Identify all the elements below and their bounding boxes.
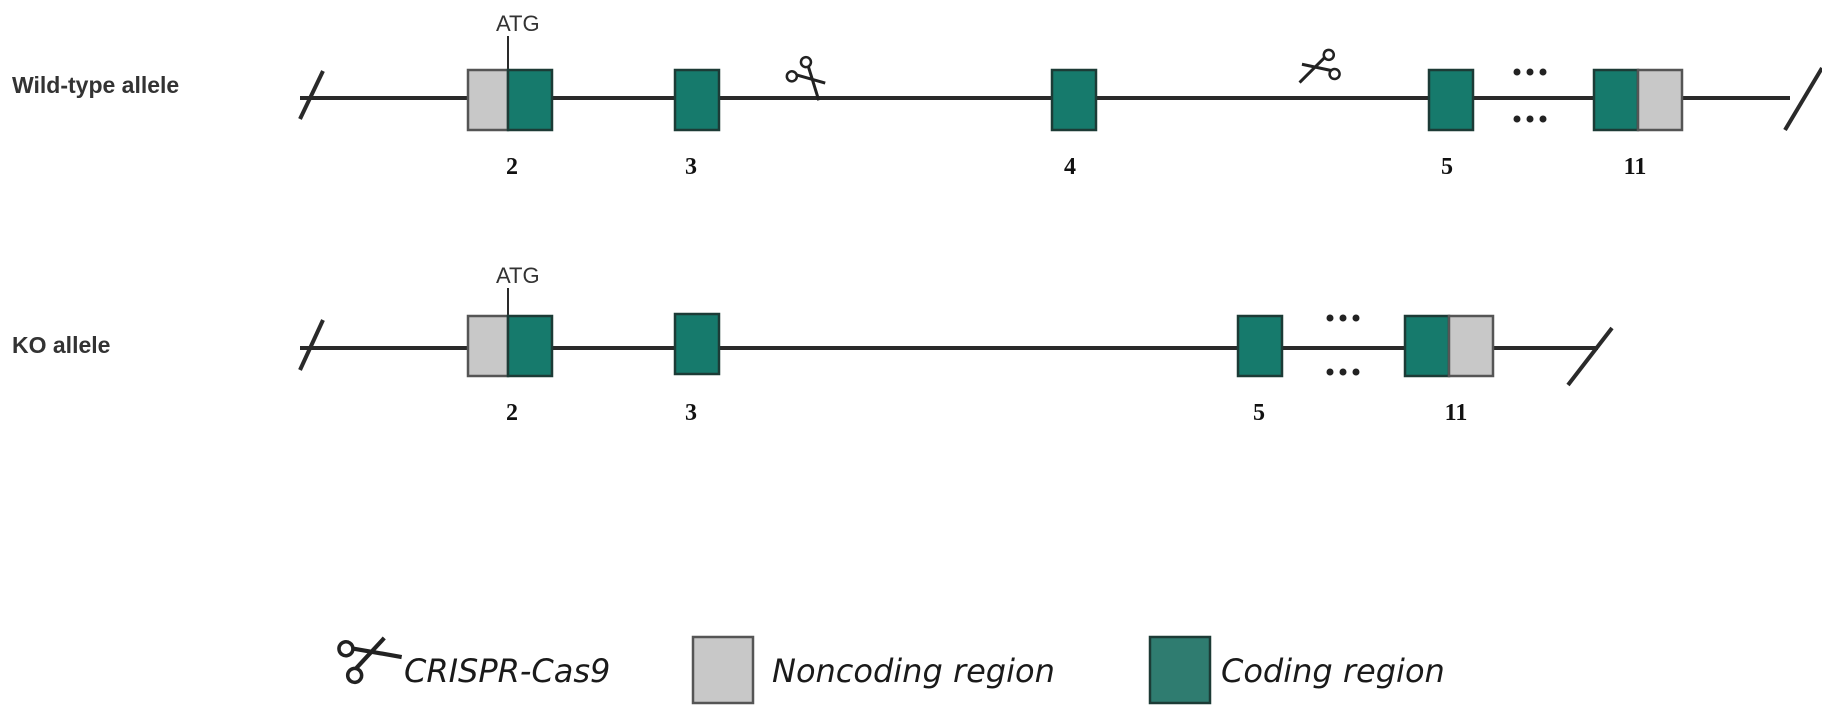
ko-exon-2-coding [506,314,554,378]
wild-type-exon-3 [673,68,721,132]
wild-type-exon-number: 2 [506,154,518,180]
wild-type-exon-2-noncoding [466,68,510,132]
scissors-icon [1294,41,1348,96]
ko-exon-3 [673,312,721,376]
wild-type-exon-number: 4 [1064,154,1076,180]
wild-type-ellipsis [1513,68,1547,123]
ko-end-break [1566,326,1614,387]
wild-type-exon-2-coding [506,68,554,132]
ko-exon-2-noncoding [466,314,510,378]
legend-coding-swatch [1148,635,1212,705]
ko-exon-number: 5 [1253,400,1265,426]
scissors-icon [782,53,830,103]
wild-type-allele: Wild-type allele ATG 2 3 4 5 11 [12,11,1822,180]
wild-type-exon-number: 5 [1441,154,1453,180]
ko-exon-11-noncoding [1447,314,1495,378]
ko-exon-number: 3 [685,400,697,426]
wild-type-exon-number: 11 [1624,154,1647,180]
ko-exon-11-coding [1403,314,1451,378]
wild-type-start-break [298,70,325,120]
ko-label: KO allele [12,332,110,358]
legend-coding-label: Coding region [1221,652,1445,690]
wild-type-exon-11-coding [1592,68,1640,132]
ko-ellipsis [1326,314,1360,376]
wild-type-end-break [1783,66,1822,132]
ko-exon-number: 11 [1445,400,1468,426]
legend-noncoding-swatch [691,635,755,705]
ko-allele: KO allele ATG 2 3 5 11 [12,263,1614,426]
legend: CRISPR-Cas9 Noncoding region Coding regi… [327,620,1445,705]
legend-noncoding-label: Noncoding region [772,652,1055,690]
wild-type-label: Wild-type allele [12,72,179,98]
ko-start-break [298,319,325,371]
scissors-icon [327,620,405,698]
wild-type-exon-11-noncoding [1636,68,1684,132]
ko-atg-label: ATG [496,263,540,288]
ko-exon-5 [1236,314,1284,378]
wild-type-exon-number: 3 [685,154,697,180]
wild-type-atg-label: ATG [496,11,540,36]
wild-type-exon-5 [1427,68,1475,132]
wild-type-exon-4 [1050,68,1098,132]
legend-crispr-label: CRISPR-Cas9 [404,652,610,690]
ko-exon-number: 2 [506,400,518,426]
